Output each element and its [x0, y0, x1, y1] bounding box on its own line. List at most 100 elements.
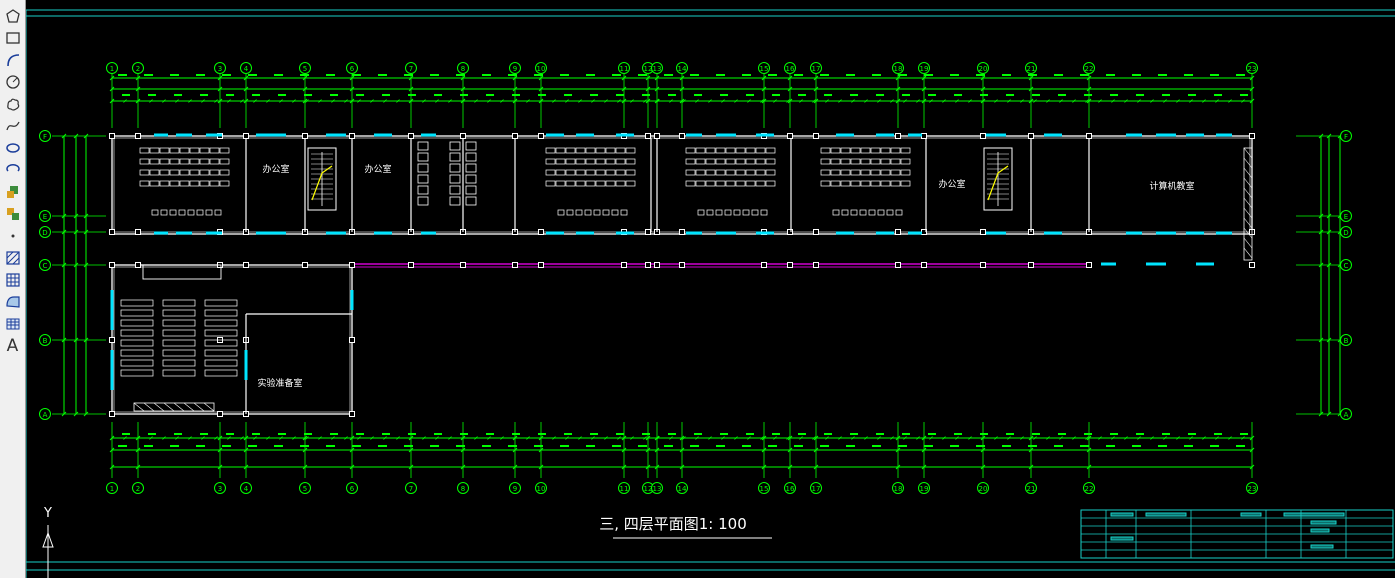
axis-label-17: 17 — [812, 485, 821, 493]
polygon-icon-glyph — [5, 9, 20, 23]
ellipse-icon-glyph — [5, 143, 20, 153]
draw-toolbar: A — [0, 0, 26, 578]
axis-label-23: 23 — [1248, 485, 1257, 493]
axis-bubble — [918, 62, 930, 74]
axis-label-E: E — [43, 213, 47, 221]
axis-bubble — [892, 482, 904, 494]
axis-label-F: F — [43, 133, 47, 141]
axis-bubble — [784, 62, 796, 74]
axis-bubble — [39, 259, 51, 271]
hatch-icon[interactable] — [2, 248, 23, 268]
text-icon[interactable]: A — [2, 336, 23, 356]
revision-cloud-icon[interactable] — [2, 94, 23, 114]
axis-label-3: 3 — [218, 65, 222, 73]
axis-label-F: F — [1344, 133, 1348, 141]
axis-bubble — [509, 62, 521, 74]
axis-bubble — [299, 482, 311, 494]
axis-bubble — [240, 482, 252, 494]
point-icon[interactable] — [2, 226, 23, 246]
axis-bubble — [918, 482, 930, 494]
gradient-icon[interactable] — [2, 270, 23, 290]
hatch-icon-glyph — [5, 251, 20, 265]
axis-bubble — [1025, 62, 1037, 74]
circle-icon[interactable] — [2, 72, 23, 92]
axis-bubble — [676, 482, 688, 494]
axis-label-20: 20 — [979, 65, 988, 73]
rectangle-icon[interactable] — [2, 28, 23, 48]
axis-label-4: 4 — [244, 65, 249, 73]
axis-bubble — [509, 482, 521, 494]
axis-bubble — [651, 482, 663, 494]
polygon-icon[interactable] — [2, 6, 23, 26]
region-icon[interactable] — [2, 292, 23, 312]
axis-label-D: D — [1343, 229, 1348, 237]
axis-label-14: 14 — [678, 65, 687, 73]
axis-label-19: 19 — [920, 485, 929, 493]
drawing-title-group: 三, 四层平面图1: 100 — [599, 515, 772, 539]
axis-label-23: 23 — [1248, 65, 1257, 73]
axis-bubble — [106, 62, 118, 74]
make-block-icon-glyph — [6, 208, 19, 220]
axis-label-22: 22 — [1085, 65, 1094, 73]
axis-label-16: 16 — [786, 65, 795, 73]
axis-bubble — [132, 62, 144, 74]
stair-arrow — [987, 165, 1009, 201]
axis-bubble — [346, 62, 358, 74]
axis-label-6: 6 — [350, 65, 355, 73]
axis-label-7: 7 — [409, 65, 413, 73]
arc-icon[interactable] — [2, 50, 23, 70]
make-block-icon[interactable] — [2, 204, 23, 224]
gradient-icon-glyph — [5, 273, 20, 287]
dimension-lines — [52, 74, 1346, 478]
axis-bubble — [892, 62, 904, 74]
axis-bubble — [651, 62, 663, 74]
axis-bubble — [214, 482, 226, 494]
axis-label-10: 10 — [537, 65, 546, 73]
axis-bubble — [618, 482, 630, 494]
axis-label-16: 16 — [786, 485, 795, 493]
spline-icon[interactable] — [2, 116, 23, 136]
stair-arrow — [311, 165, 333, 201]
axis-bubble — [132, 482, 144, 494]
axis-label-1: 1 — [110, 485, 114, 493]
ellipse-arc-icon[interactable] — [2, 160, 23, 180]
insert-block-icon[interactable] — [2, 182, 23, 202]
ellipse-icon[interactable] — [2, 138, 23, 158]
ucs-icon: Y — [42, 506, 54, 578]
axis-label-B: B — [1344, 337, 1349, 345]
arc-icon-glyph — [6, 54, 19, 67]
axis-bubble — [240, 62, 252, 74]
axis-bubble — [810, 62, 822, 74]
axis-label-4: 4 — [244, 485, 249, 493]
axis-label-5: 5 — [303, 485, 307, 493]
axis-bubble — [1246, 62, 1258, 74]
table-icon-glyph — [6, 318, 19, 330]
axis-label-10: 10 — [537, 485, 546, 493]
axis-bubble — [676, 62, 688, 74]
axis-label-12: 12 — [644, 485, 653, 493]
axis-bubble — [39, 226, 51, 238]
axis-bubble — [977, 482, 989, 494]
cad-drawing[interactable]: 1122334455667788991010111112121313141415… — [26, 0, 1395, 578]
table-icon[interactable] — [2, 314, 23, 334]
axis-label-C: C — [1344, 262, 1349, 270]
axis-bubble — [810, 482, 822, 494]
axis-bubble — [1025, 482, 1037, 494]
axis-label-2: 2 — [136, 485, 140, 493]
rectangle-icon-glyph — [5, 32, 20, 44]
axis-bubble — [457, 62, 469, 74]
room-label-computer-room: 计算机教室 — [1149, 180, 1194, 192]
axis-bubble — [214, 62, 226, 74]
ellipse-arc-icon-glyph — [5, 164, 20, 172]
axis-bubble — [39, 210, 51, 222]
axis-bubble — [1340, 334, 1352, 346]
room-labels: 办公室 办公室 办公室 计算机教室 实验准备室 — [257, 163, 1194, 389]
axis-grid-bubbles: 1122334455667788991010111112121313141415… — [39, 62, 1352, 494]
insert-block-icon-glyph — [6, 186, 18, 198]
axis-label-17: 17 — [812, 65, 821, 73]
axis-bubble — [457, 482, 469, 494]
axis-label-21: 21 — [1027, 65, 1036, 73]
axis-bubble — [535, 482, 547, 494]
axis-label-C: C — [43, 262, 48, 270]
